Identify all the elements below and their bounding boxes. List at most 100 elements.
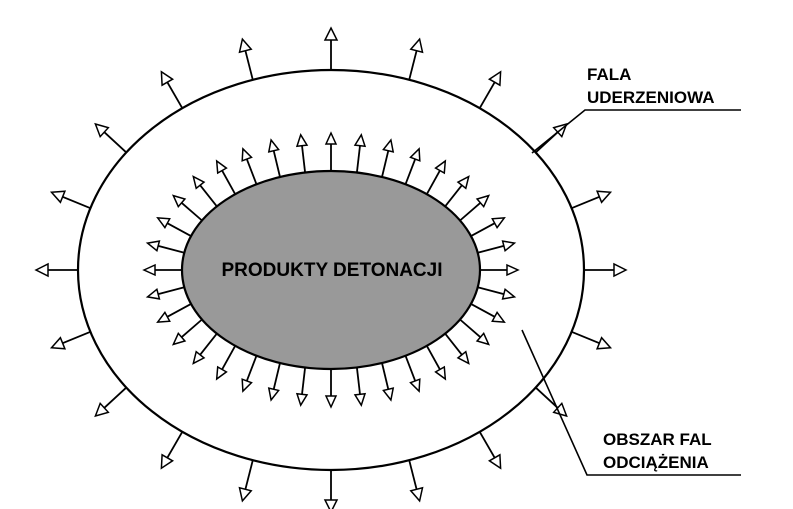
inner-arrow-head: [506, 263, 520, 277]
inner-arrow-shaft: [301, 145, 306, 173]
inner-arrow-head: [192, 175, 206, 190]
outer-arrow-head: [94, 401, 110, 418]
shock-wave-label-line2: UDERZENIOWA: [587, 88, 715, 107]
outer-arrow: [323, 470, 339, 509]
inner-arrow-shaft: [157, 245, 185, 254]
outer-arrow: [94, 122, 127, 154]
inner-arrow-shaft: [181, 202, 203, 222]
outer-arrow-head: [409, 486, 424, 503]
inner-arrow-shaft: [166, 222, 192, 237]
inner-arrow-head: [142, 263, 156, 277]
inner-arrow: [142, 263, 182, 277]
inner-arrow-head: [324, 395, 338, 409]
inner-arrow-head: [491, 217, 506, 229]
shock-wave-label-line1: FALA: [587, 65, 631, 84]
relief-zone-label-line2: ODCIĄŻENIA: [603, 453, 709, 472]
inner-arrow: [426, 345, 447, 381]
inner-arrow: [295, 133, 309, 173]
outer-arrow: [49, 330, 91, 350]
inner-arrow-head: [145, 240, 161, 253]
inner-arrow-shaft: [459, 318, 481, 338]
outer-arrow-head: [487, 70, 502, 87]
inner-arrow: [470, 303, 506, 323]
outer-arrow: [49, 190, 91, 210]
outer-arrow: [478, 70, 502, 109]
outer-arrow-head: [595, 336, 613, 350]
outer-arrow-head: [94, 122, 110, 139]
inner-arrow: [156, 303, 192, 323]
outer-arrow-shaft: [166, 81, 184, 109]
inner-arrow: [156, 217, 192, 237]
inner-arrow-head: [295, 392, 309, 407]
outer-arrow-shaft: [571, 330, 600, 345]
outer-arrow: [408, 37, 424, 81]
inner-arrow-head: [192, 350, 206, 365]
inner-arrow: [459, 318, 491, 346]
inner-arrow-head: [501, 287, 517, 300]
inner-arrow-shaft: [181, 318, 203, 338]
outer-arrow-head: [238, 486, 253, 503]
relief-zone-label-line1: OBSZAR FAL: [603, 430, 712, 449]
outer-arrow: [160, 70, 184, 109]
outer-arrow: [478, 431, 502, 470]
inner-arrow: [381, 138, 395, 178]
inner-arrow-head: [295, 133, 309, 148]
inner-arrow-shaft: [470, 222, 496, 237]
inner-arrow-shaft: [459, 202, 481, 222]
inner-arrow: [192, 175, 218, 207]
inner-arrow-shaft: [381, 150, 390, 178]
inner-arrow-head: [475, 332, 491, 346]
inner-arrow-shaft: [444, 184, 463, 207]
outer-arrow-shaft: [535, 386, 559, 409]
inner-arrow-head: [241, 378, 253, 393]
inner-arrow-shaft: [166, 303, 192, 318]
inner-arrow-head: [171, 332, 187, 346]
inner-arrow: [470, 217, 506, 237]
inner-arrow: [404, 147, 421, 185]
inner-arrow: [145, 240, 185, 254]
inner-arrow-shaft: [245, 355, 258, 382]
inner-arrow-head: [434, 159, 447, 175]
inner-arrow-shaft: [404, 158, 417, 185]
outer-arrow-shaft: [478, 81, 496, 109]
inner-arrow-shaft: [477, 245, 505, 254]
inner-arrow-shaft: [301, 367, 306, 395]
inner-arrow-shaft: [444, 333, 463, 356]
inner-arrow: [295, 367, 309, 407]
inner-arrow-shaft: [272, 362, 281, 390]
outer-arrow-head: [487, 453, 502, 470]
relief-zone-leader-line: [521, 329, 741, 476]
inner-arrow-shaft: [356, 145, 361, 173]
inner-arrows: [142, 131, 520, 409]
inner-arrow-head: [324, 131, 338, 145]
inner-arrow: [241, 147, 258, 185]
inner-arrow: [353, 367, 367, 407]
inner-arrow-head: [215, 159, 228, 175]
inner-arrow-shaft: [221, 170, 236, 195]
outer-arrow-head: [595, 190, 613, 204]
inner-arrow: [215, 345, 236, 381]
inner-arrow: [324, 131, 338, 171]
inner-arrow: [215, 159, 236, 195]
outer-arrow-shaft: [103, 386, 127, 409]
inner-arrow-head: [353, 392, 367, 407]
inner-arrow: [444, 333, 470, 365]
outer-arrow-head: [34, 262, 49, 278]
inner-arrow: [477, 240, 517, 254]
inner-arrow: [267, 138, 281, 178]
outer-arrow-head: [409, 37, 424, 54]
outer-arrows: [34, 26, 628, 509]
inner-arrow-head: [267, 387, 280, 402]
inner-arrow: [171, 194, 203, 222]
outer-arrow-shaft: [62, 195, 91, 210]
inner-arrow-shaft: [221, 345, 236, 370]
inner-arrow-head: [409, 378, 421, 393]
inner-arrow-head: [382, 387, 395, 402]
inner-arrow: [426, 159, 447, 195]
inner-arrow-shaft: [477, 286, 505, 295]
outer-arrow-shaft: [62, 330, 91, 345]
outer-arrow-shaft: [408, 459, 418, 490]
inner-arrow-head: [501, 240, 517, 253]
inner-arrow: [353, 133, 367, 173]
outer-arrow-head: [613, 262, 628, 278]
